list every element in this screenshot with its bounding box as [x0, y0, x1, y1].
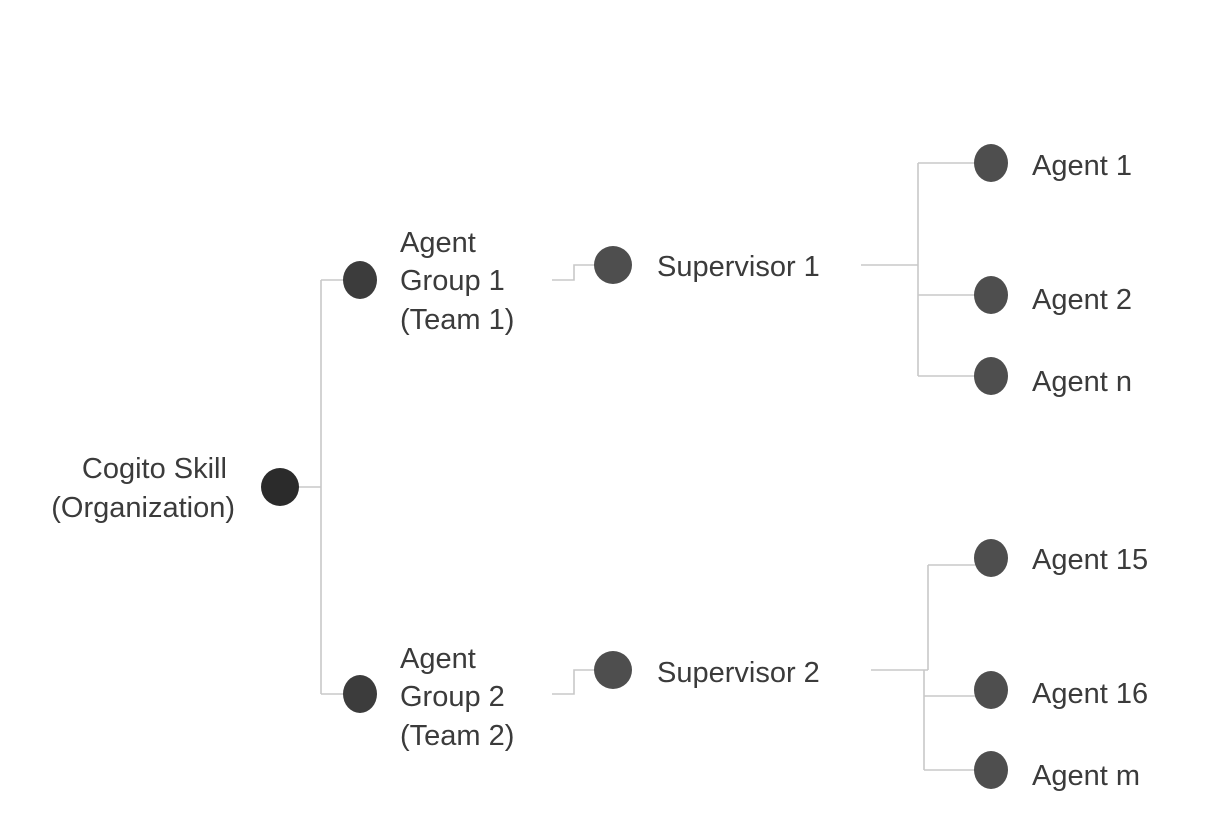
edge-supervisor2-to-agents — [871, 564, 975, 771]
edge-root-to-groups — [298, 279, 344, 695]
agent-node[interactable]: Agent m — [974, 751, 1140, 792]
agent-node-label: Agent 16 — [1032, 678, 1148, 710]
agent-node-marker — [974, 144, 1008, 182]
edge-group2-to-supervisor2 — [552, 669, 596, 695]
group-node-2-label: Agent Group 2 (Team 2) — [400, 643, 514, 752]
agent-node-label: Agent 2 — [1032, 284, 1132, 316]
agent-node-label: Agent m — [1032, 760, 1140, 792]
agent-node-label: Agent n — [1032, 366, 1132, 398]
supervisor-node-2-label: Supervisor 2 — [657, 657, 820, 689]
agent-node[interactable]: Agent 15 — [974, 539, 1148, 577]
agent-node-marker — [974, 539, 1008, 577]
agent-node[interactable]: Agent 2 — [974, 276, 1132, 316]
edge-supervisor1-to-agents — [861, 162, 975, 377]
group-label-line: Agent — [400, 643, 476, 675]
group-node-1-label: Agent Group 1 (Team 1) — [400, 227, 514, 336]
supervisor-node-1-label: Supervisor 1 — [657, 251, 820, 283]
group-node-2-marker — [343, 675, 377, 713]
group-label-line: (Team 2) — [400, 720, 514, 752]
root-node[interactable]: Cogito Skill (Organization) — [51, 453, 299, 524]
group-node-2[interactable]: Agent Group 2 (Team 2) — [343, 643, 514, 752]
agent-node-marker — [974, 357, 1008, 395]
group-node-1[interactable]: Agent Group 1 (Team 1) — [343, 227, 514, 336]
supervisor-node-1[interactable]: Supervisor 1 — [594, 246, 820, 284]
group-label-line: Agent — [400, 227, 476, 259]
root-label-line: (Organization) — [51, 492, 235, 524]
agent-node-label: Agent 1 — [1032, 150, 1132, 182]
group-label-line: Group 2 — [400, 681, 505, 713]
root-node-marker — [261, 468, 299, 506]
edge-group1-to-supervisor1 — [552, 264, 596, 281]
agent-node-label: Agent 15 — [1032, 544, 1148, 576]
agent-node-marker — [974, 751, 1008, 789]
supervisor-node-2[interactable]: Supervisor 2 — [594, 651, 820, 689]
agent-node-marker — [974, 276, 1008, 314]
agent-node[interactable]: Agent 1 — [974, 144, 1132, 182]
root-node-label: Cogito Skill (Organization) — [51, 453, 235, 524]
supervisor-node-1-marker — [594, 246, 632, 284]
group-label-line: Group 1 — [400, 265, 505, 297]
agent-node-marker — [974, 671, 1008, 709]
agent-node[interactable]: Agent n — [974, 357, 1132, 398]
tree-edges — [298, 162, 975, 771]
group-label-line: (Team 1) — [400, 304, 514, 336]
root-label-line: Cogito Skill — [82, 453, 227, 485]
group-node-1-marker — [343, 261, 377, 299]
agent-node[interactable]: Agent 16 — [974, 671, 1148, 710]
supervisor-node-2-marker — [594, 651, 632, 689]
